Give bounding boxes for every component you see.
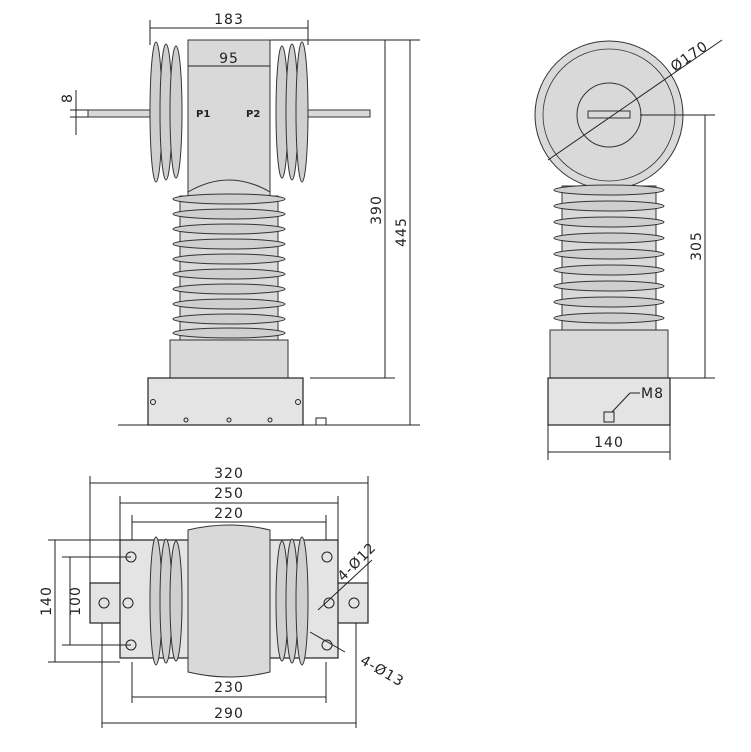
side-view: Ø170 M8 305 140 xyxy=(534,38,723,460)
side-lower-cylinder xyxy=(549,329,669,379)
dim-text-305: 305 xyxy=(689,231,705,261)
leader-hole-13 xyxy=(309,631,346,653)
dim-text-230: 230 xyxy=(214,680,244,696)
insulator-sheds xyxy=(172,193,286,339)
top-fins-left xyxy=(149,536,183,666)
dim-text-8: 8 xyxy=(60,93,76,103)
lower-cylinder xyxy=(169,339,289,379)
top-fins-right xyxy=(275,536,309,666)
dim-text-183: 183 xyxy=(214,12,244,28)
dim-text-290: 290 xyxy=(214,706,244,722)
top-head-body xyxy=(187,524,271,678)
terminal-bar-right xyxy=(307,109,371,118)
terminal-p2-label: P2 xyxy=(246,109,260,120)
terminal-p1-label: P1 xyxy=(196,109,210,120)
base-box xyxy=(147,377,304,426)
dim-text-390: 390 xyxy=(369,195,385,225)
dim-text-320: 320 xyxy=(214,466,244,482)
dim-text-140-top: 140 xyxy=(39,586,55,616)
bolt-m8-label: M8 xyxy=(641,386,664,402)
dim-text-100: 100 xyxy=(68,586,84,616)
leader-hole-12 xyxy=(317,559,373,611)
side-insulator-sheds xyxy=(553,184,665,324)
head-body xyxy=(187,39,271,193)
front-view: 183 95 P1 P2 8 xyxy=(60,12,420,426)
terminal-bar-left xyxy=(87,109,151,118)
head-fins-right xyxy=(275,41,309,183)
top-view: 320 250 220 xyxy=(39,466,407,728)
dim-text-95: 95 xyxy=(219,51,239,67)
hole-callout-13: 4-Ø13 xyxy=(357,653,406,691)
dim-line-diameter xyxy=(547,39,723,161)
head-fins-left xyxy=(149,41,183,183)
dim-text-140-side: 140 xyxy=(594,435,624,451)
side-base-box xyxy=(547,377,671,426)
dim-text-diameter: Ø170 xyxy=(668,38,711,75)
bolt-m8 xyxy=(603,411,615,423)
dim-text-445: 445 xyxy=(394,217,410,247)
dim-text-250: 250 xyxy=(214,486,244,502)
dim-text-220: 220 xyxy=(214,506,244,522)
side-terminal xyxy=(587,110,631,119)
hole-callout-12: 4-Ø12 xyxy=(335,540,380,585)
neck xyxy=(187,179,271,197)
